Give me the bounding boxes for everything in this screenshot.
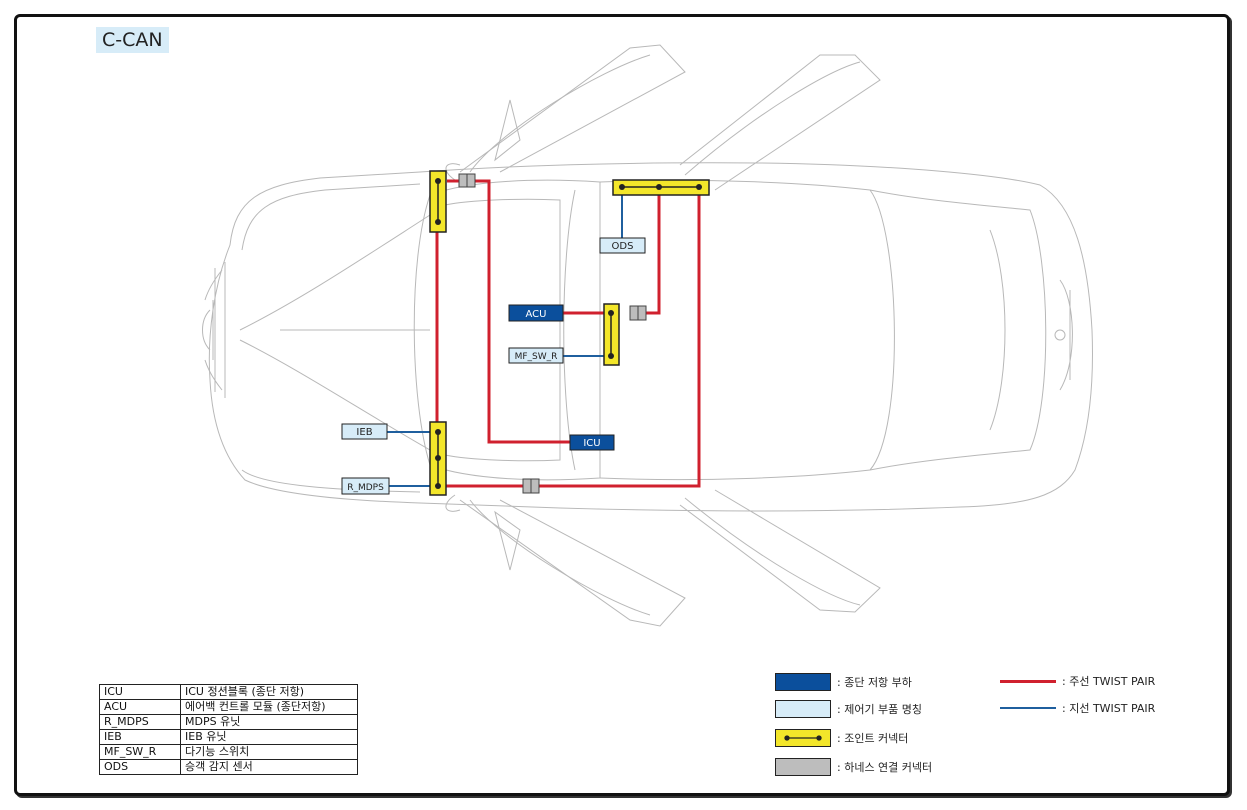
node-ods: ODS xyxy=(599,237,646,254)
car-outline xyxy=(202,44,1093,627)
joint-connector-top xyxy=(612,179,710,196)
node-icu: ICU xyxy=(569,434,615,451)
table-desc: MDPS 유닛 xyxy=(180,714,358,730)
legend-branch-line: : 지선 TWIST PAIR xyxy=(1000,700,1155,716)
node-mf-sw-r: MF_SW_R xyxy=(508,347,564,364)
node-ieb-label: IEB xyxy=(356,427,372,438)
node-acu-label: ACU xyxy=(526,309,547,320)
main-twist-pair-lines xyxy=(435,179,701,488)
table-abbr: R_MDPS xyxy=(99,714,181,730)
main-line-top-joint-to-acu-joint xyxy=(646,195,661,315)
joint-connector-swatch xyxy=(775,729,831,747)
node-r-mdps: R_MDPS xyxy=(341,477,390,495)
table-abbr: MF_SW_R xyxy=(99,744,181,760)
legend-main-line-label: : 주선 TWIST PAIR xyxy=(1062,675,1156,688)
node-icu-label: ICU xyxy=(583,438,600,449)
legend-harness: : 하네스 연결 커넥터 xyxy=(775,758,932,776)
node-acu: ACU xyxy=(508,304,564,322)
legend-joint-label: : 조인트 커넥터 xyxy=(837,732,909,745)
table-desc: 승객 감지 센서 xyxy=(180,759,358,775)
harness-connector-bottom xyxy=(522,478,540,494)
table-abbr: ODS xyxy=(99,759,181,775)
node-ods-label: ODS xyxy=(612,241,634,252)
table-abbr: ACU xyxy=(99,699,181,715)
joint-connector-front-left xyxy=(429,170,447,233)
table-desc: 다기능 스위치 xyxy=(180,744,358,760)
harness-connector-top xyxy=(458,173,476,188)
legend-main-line: : 주선 TWIST PAIR xyxy=(1000,673,1155,689)
table-desc: ICU 정션블록 (종단 저항) xyxy=(180,684,358,700)
harness-connector-swatch xyxy=(775,758,831,776)
node-r-mdps-label: R_MDPS xyxy=(347,483,384,493)
table-abbr: IEB xyxy=(99,729,181,745)
termination-swatch xyxy=(775,673,831,691)
joint-connector-center xyxy=(603,303,620,366)
node-mf-sw-r-label: MF_SW_R xyxy=(515,352,558,362)
table-abbr: ICU xyxy=(99,684,181,700)
main-line-swatch xyxy=(1000,679,1056,683)
legend-termination-label: : 종단 저항 부하 xyxy=(837,676,912,689)
legend-joint: : 조인트 커넥터 xyxy=(775,729,908,747)
diagram-frame xyxy=(14,14,1230,796)
branch-line-swatch xyxy=(1000,707,1056,709)
table-desc: IEB 유닛 xyxy=(180,729,358,745)
branch-twist-pair-lines xyxy=(387,195,623,487)
node-ieb: IEB xyxy=(341,423,388,440)
controller-swatch xyxy=(775,700,831,718)
legend-controller-label: : 제어기 부품 명칭 xyxy=(837,703,923,716)
legend-termination: : 종단 저항 부하 xyxy=(775,673,912,691)
harness-connector-center xyxy=(629,305,647,321)
legend-controller: : 제어기 부품 명칭 xyxy=(775,700,922,718)
legend-branch-line-label: : 지선 TWIST PAIR xyxy=(1062,702,1156,715)
table-desc: 에어백 컨트롤 모듈 (종단저항) xyxy=(180,699,358,715)
legend-harness-label: : 하네스 연결 커넥터 xyxy=(837,761,933,774)
joint-connector-front-right xyxy=(429,421,447,496)
diagram-title: C-CAN xyxy=(96,27,169,53)
